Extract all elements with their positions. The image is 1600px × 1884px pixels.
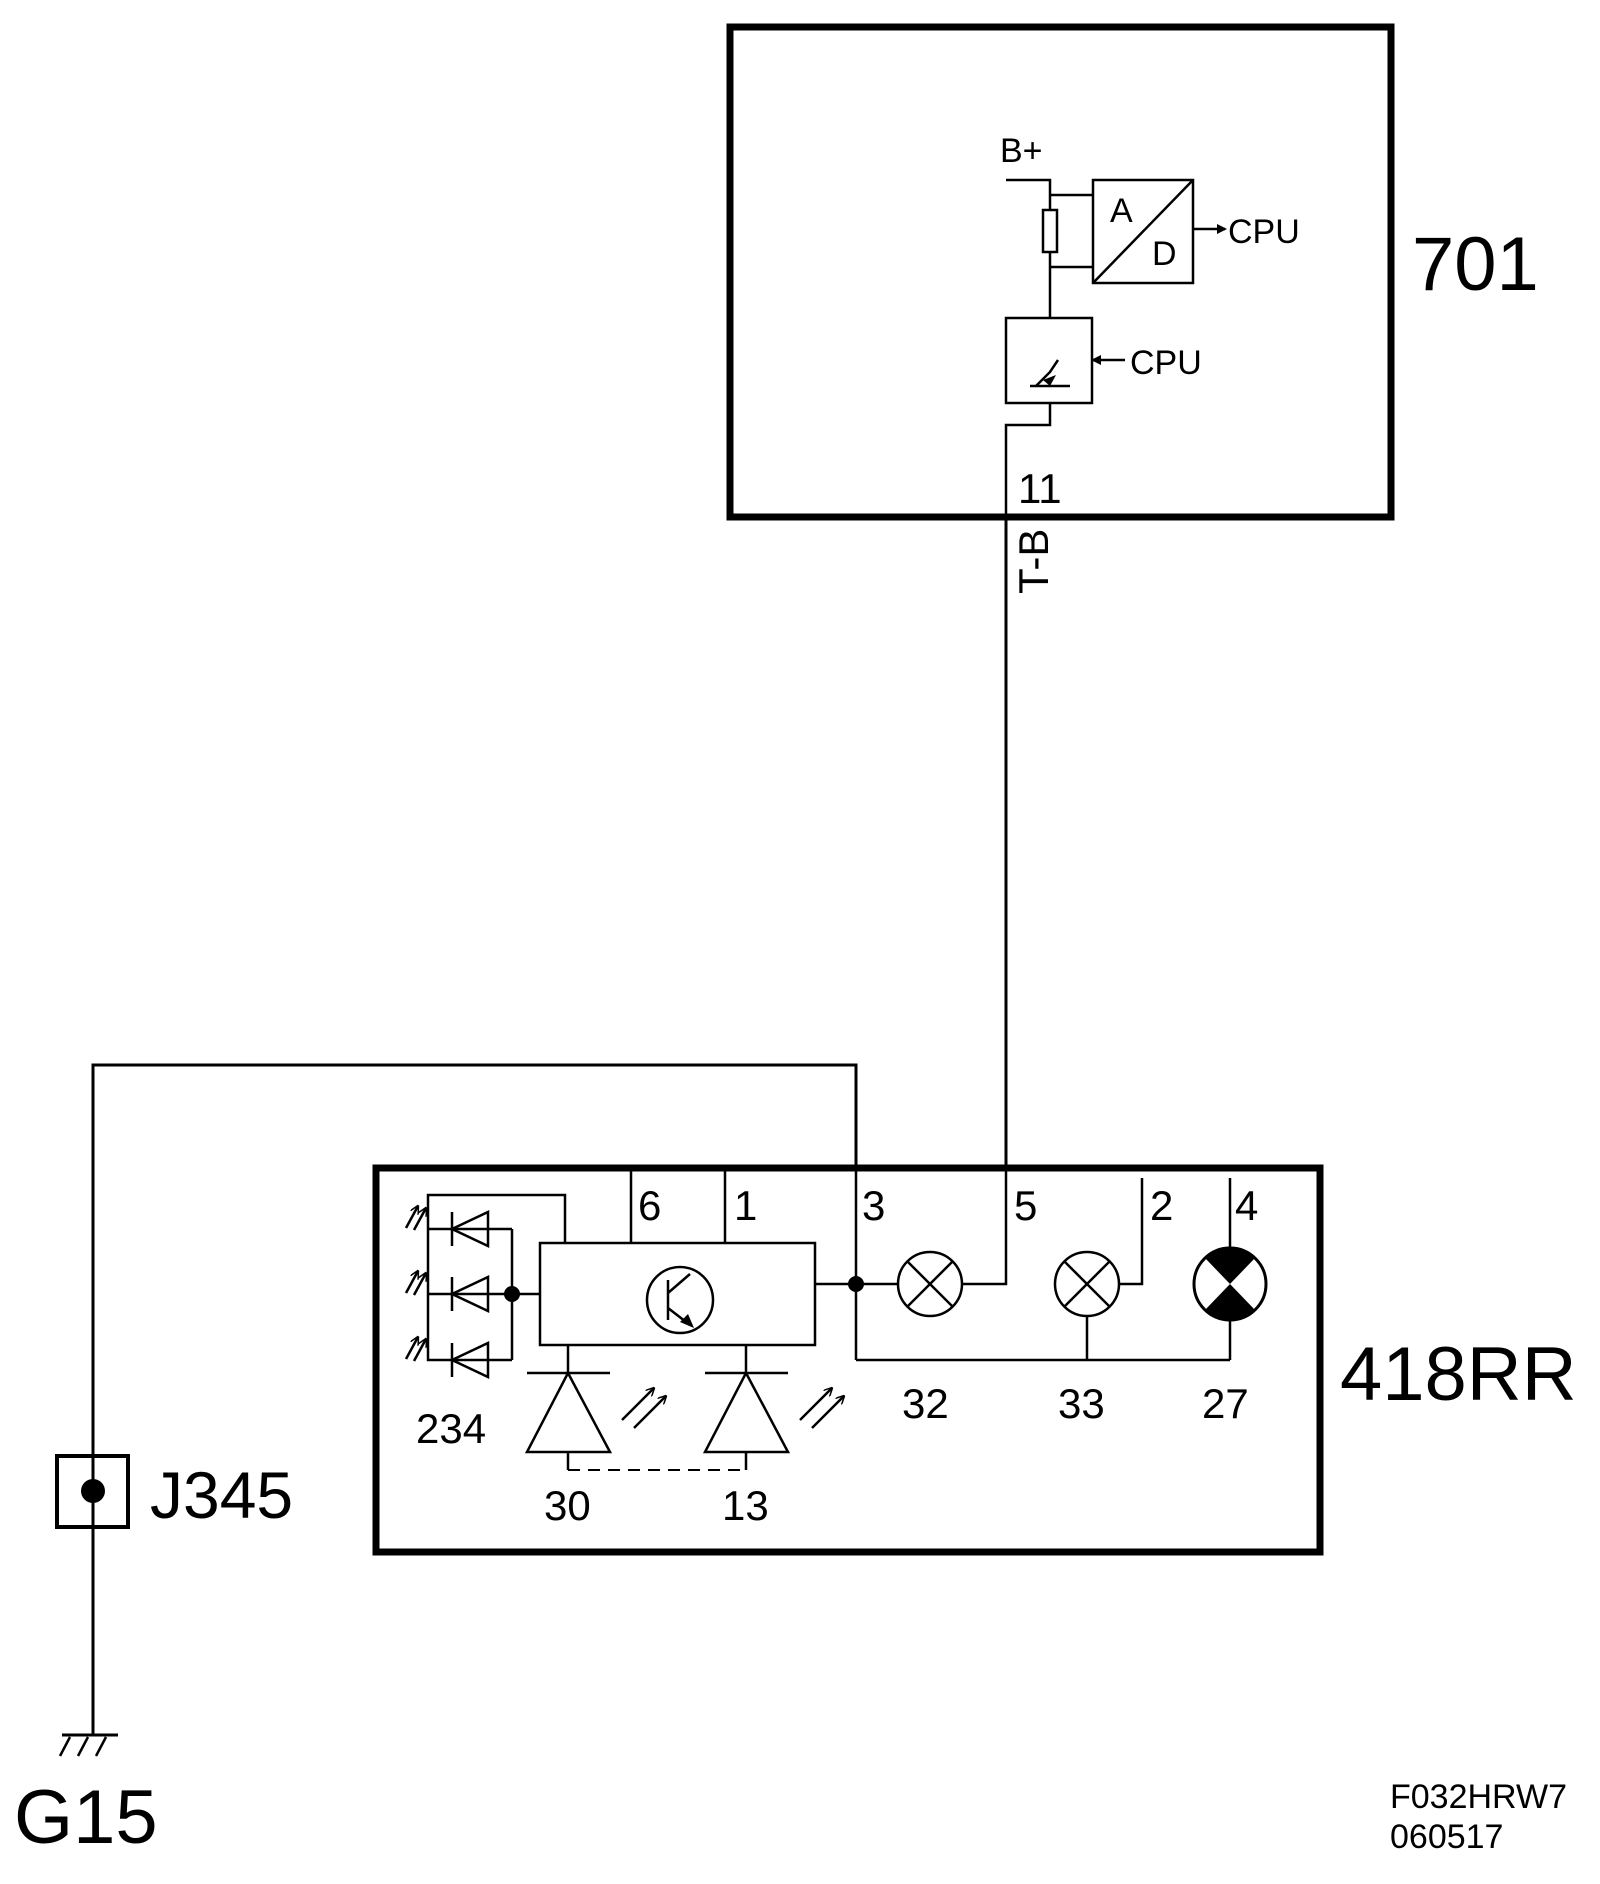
supply-label: B+ — [1000, 132, 1043, 170]
pin-11-label: 11 — [1018, 465, 1062, 512]
pin-label-3: 3 — [862, 1182, 885, 1229]
control-block — [538, 1241, 817, 1347]
module-701-box — [726, 23, 1395, 521]
pin-label-1: 1 — [734, 1182, 757, 1229]
pin-label-5: 5 — [1014, 1182, 1037, 1229]
ad-output-label: D — [1152, 235, 1177, 273]
supply-wire — [1006, 178, 1052, 195]
sensor-30-label: 30 — [544, 1482, 591, 1529]
lamp-33-label: 33 — [1058, 1380, 1105, 1427]
ground-label: G15 — [14, 1775, 158, 1860]
light-sensor-13 — [702, 1345, 844, 1470]
pin-11-wire — [1004, 403, 1052, 517]
ad-converter: A D — [1091, 178, 1195, 285]
driver-transistor — [1004, 316, 1094, 405]
lamp-32-label: 32 — [902, 1380, 949, 1427]
splice-box — [55, 1454, 130, 1529]
module-701-label: 701 — [1412, 222, 1539, 307]
ground-symbol — [58, 1733, 118, 1757]
lamp-33 — [1053, 1250, 1121, 1318]
ground-wire — [91, 1063, 858, 1735]
module-418rr: 418RR 6 1 3 5 2 4 — [372, 1164, 1577, 1556]
shunt-resistor — [1041, 208, 1059, 254]
pin-label-4: 4 — [1235, 1182, 1258, 1229]
footer-date: 060517 — [1390, 1818, 1503, 1856]
splice-label: J345 — [150, 1458, 293, 1532]
sensor-13-label: 13 — [722, 1482, 769, 1529]
splice-j345 — [55, 1454, 130, 1529]
lamp-32 — [896, 1250, 964, 1318]
module-418rr-box — [372, 1164, 1324, 1556]
wire-color-label: T-B — [1010, 529, 1057, 594]
led-cluster-label: 234 — [416, 1405, 486, 1452]
led-indicator-cluster — [404, 1193, 567, 1379]
cpu-out-label: CPU — [1228, 213, 1300, 251]
light-sensor-30 — [524, 1345, 666, 1470]
module-701: 701 B+ A D CPU CPU 11 — [726, 23, 1539, 521]
pin-label-2: 2 — [1150, 1182, 1173, 1229]
lamp-27 — [1192, 1246, 1268, 1322]
ad-input-label: A — [1110, 192, 1133, 230]
cpu-in-label: CPU — [1130, 344, 1202, 382]
lamp-27-label: 27 — [1202, 1380, 1249, 1427]
pin-label-6: 6 — [638, 1182, 661, 1229]
footer-code: F032HRW7 — [1390, 1778, 1567, 1816]
module-418rr-label: 418RR — [1340, 1332, 1577, 1417]
splice-dot — [81, 1479, 105, 1503]
